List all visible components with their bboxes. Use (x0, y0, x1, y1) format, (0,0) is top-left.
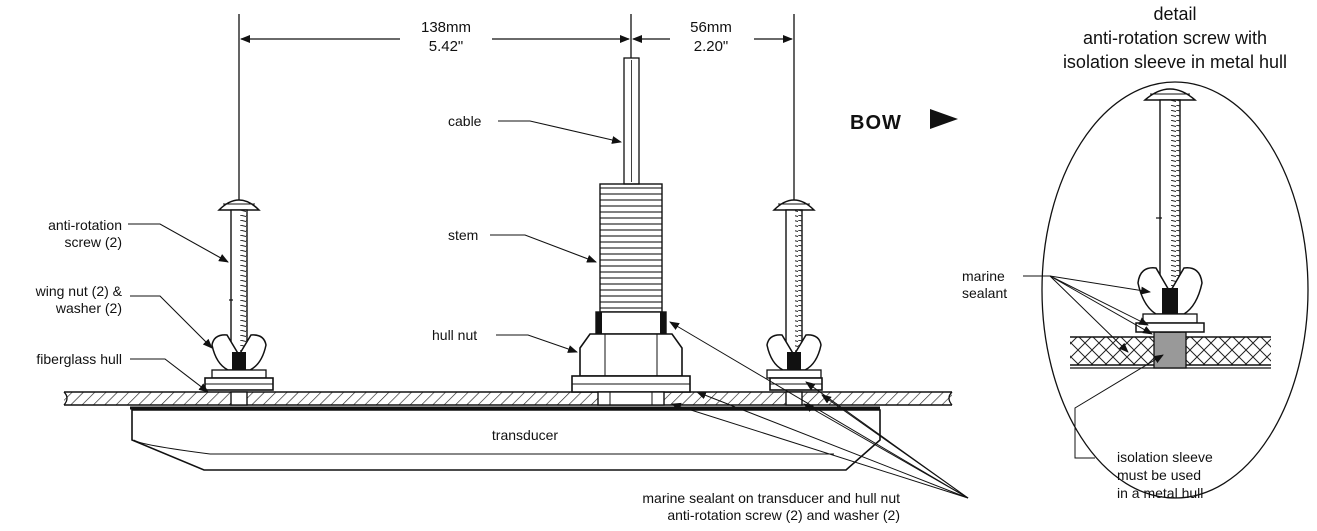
sealant-note-line1: marine sealant on transducer and hull nu… (642, 490, 900, 506)
right-wing-nut (766, 334, 823, 406)
dimension-left-mm: 138mm (421, 19, 471, 36)
marine-sealant-label-line2: sealant (962, 285, 1007, 301)
dimension-left-in: 5.42" (429, 38, 464, 55)
cable-leader (498, 120, 622, 144)
stem-leader (490, 234, 597, 263)
dimension-right-in: 2.20" (694, 38, 729, 55)
fiberglass-hull-leader (130, 358, 209, 393)
isolation-sleeve-label-line1: isolation sleeve (1117, 449, 1213, 465)
bow-arrow-icon (930, 109, 958, 129)
marine-sealant-label-line1: marine (962, 268, 1005, 284)
hull-nut (571, 333, 691, 406)
isolation-sleeve (1153, 331, 1187, 369)
left-wing-nut (204, 334, 274, 406)
detail-title-line2: anti-rotation screw with (1083, 28, 1267, 48)
dimension-right-mm: 56mm (690, 19, 732, 36)
wing-nut-leader (130, 295, 213, 349)
sealant-note-line2: anti-rotation screw (2) and washer (2) (667, 507, 900, 523)
stem-label: stem (448, 227, 478, 243)
fiberglass-hull-label: fiberglass hull (36, 351, 122, 367)
transducer-label: transducer (492, 427, 558, 443)
anti-rotation-leader (128, 223, 229, 263)
detail-anti-rotation-screw (1143, 88, 1197, 333)
anti-rotation-label-line2: screw (2) (64, 234, 122, 250)
anti-rotation-label-line1: anti-rotation (48, 217, 122, 233)
detail-ellipse (1041, 81, 1309, 499)
stem (595, 183, 667, 335)
detail-title-line3: isolation sleeve in metal hull (1063, 52, 1287, 72)
hull-nut-leader (496, 334, 578, 353)
wing-nut-label-line1: wing nut (2) & (35, 283, 123, 299)
marine-sealant-leaders (1023, 275, 1153, 353)
cable-label: cable (448, 113, 482, 129)
wing-nut-label-line2: washer (2) (55, 300, 122, 316)
bow-label: BOW (850, 112, 902, 134)
detail-wing-nut (1135, 267, 1205, 333)
sealant-leaders (669, 321, 969, 499)
transducer-body (131, 409, 881, 471)
isolation-sleeve-label-line2: must be used (1117, 467, 1201, 483)
isolation-sleeve-leader (1074, 354, 1164, 459)
detail-hull-section (1070, 331, 1271, 369)
dimension-lines (238, 14, 795, 200)
hull-nut-label: hull nut (432, 327, 477, 343)
hull (63, 391, 953, 410)
cable (623, 57, 640, 185)
detail-title-line1: detail (1153, 4, 1196, 24)
isolation-sleeve-label-line3: in a metal hull (1117, 485, 1203, 501)
